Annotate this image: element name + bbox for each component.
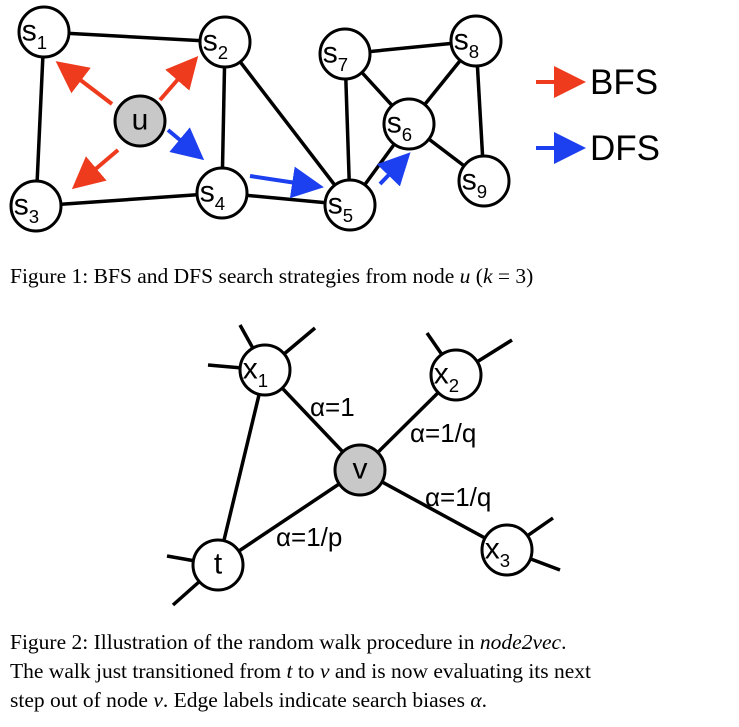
edge-t-v <box>217 468 361 567</box>
edge-label-x2-v: α=1/q <box>410 418 476 448</box>
edge-x3-v <box>359 468 508 552</box>
edge-s2-s5 <box>223 40 352 207</box>
node-s3 <box>9 179 63 233</box>
figure-2-caption-line-2: The walk just transitioned from t to v a… <box>10 657 591 686</box>
node-x3 <box>480 523 534 577</box>
caption-text: and is now evaluating its next <box>329 659 592 683</box>
node-s7 <box>318 27 372 81</box>
node-s1 <box>17 5 71 59</box>
figure-2-caption-line-1: Figure 2: Illustration of the random wal… <box>10 628 591 657</box>
caption-text: to <box>292 659 320 683</box>
bfs-arrow-u-s1 <box>55 61 114 106</box>
node-s5 <box>323 178 377 232</box>
dfs-arrow-s4-s5 <box>249 166 324 199</box>
bfs-arrow-u-s3 <box>71 148 120 190</box>
caption-var-v: v <box>319 659 330 683</box>
node-label-s3: s3 <box>14 188 39 226</box>
node-s9 <box>457 154 511 208</box>
edge-s3-s4 <box>35 191 223 208</box>
node-s4 <box>195 166 249 220</box>
caption-method-name: node2vec <box>479 630 562 654</box>
node-u <box>113 94 167 148</box>
node-x1 <box>238 343 292 397</box>
node-s2 <box>198 15 252 69</box>
figure-1-caption: Figure 1: BFS and DFS search strategies … <box>10 262 533 291</box>
node-label-t: t <box>214 547 223 580</box>
edge-label-x1-v: α=1 <box>310 392 355 422</box>
node-v <box>333 443 387 497</box>
edge-s1-s2 <box>43 30 226 44</box>
dfs-arrows <box>166 127 411 199</box>
edge-label-x3-v: α=1/q <box>425 482 491 512</box>
node-label-v: v <box>353 452 368 485</box>
bfs-arrows <box>55 55 199 190</box>
legend-dfs-label: DFS <box>590 129 660 168</box>
dfs-arrow-s5-s6 <box>376 152 411 187</box>
figure-1-caption-var-k: k <box>482 264 493 288</box>
node-label-x1: x1 <box>243 352 268 390</box>
caption-text: . Edge labels indicate search biases <box>162 688 471 712</box>
caption-text: . <box>481 688 487 712</box>
edge-label-t-v: α=1/p <box>276 522 342 552</box>
figure-2-caption: Figure 2: Illustration of the random wal… <box>10 628 591 715</box>
caption-var-v: v <box>153 688 163 712</box>
figure-1-caption-text: Figure 1: BFS and DFS search strategies … <box>10 264 460 288</box>
node-label-u: u <box>132 103 149 136</box>
figure-2-caption-line-3: step out of node v. Edge labels indicate… <box>10 686 591 715</box>
caption-text: The walk just transitioned from <box>10 659 287 683</box>
dfs-arrow-u-s4 <box>166 127 205 161</box>
figure-1-caption-rest: = 3) <box>492 264 534 288</box>
caption-var-t: t <box>286 659 293 683</box>
caption-text: . <box>561 630 567 654</box>
edge-t-x1 <box>216 369 267 566</box>
figure-1-caption-var-u: u <box>459 264 471 288</box>
figure-1-caption-open: ( <box>470 264 483 288</box>
node-s6 <box>382 97 436 151</box>
caption-text: step out of node <box>10 688 154 712</box>
edge-s1-s3 <box>34 31 46 207</box>
node-t <box>191 538 245 592</box>
node-label-x2: x2 <box>434 357 459 395</box>
node-x2 <box>429 348 483 402</box>
legend-bfs-label: BFS <box>590 63 658 102</box>
figure-2-edge-labels: α=1 α=1/q α=1/q α=1/p <box>276 392 491 552</box>
node-s8 <box>449 14 503 68</box>
figure-1-legend: BFS DFS <box>536 63 660 168</box>
caption-var-alpha: α <box>470 688 482 712</box>
caption-text: Figure 2: Illustration of the random wal… <box>10 630 480 654</box>
bfs-arrow-u-s2 <box>158 55 199 102</box>
